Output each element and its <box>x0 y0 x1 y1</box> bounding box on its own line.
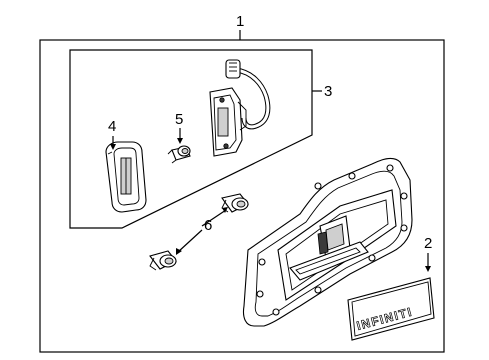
finisher-panel <box>242 157 413 327</box>
lamp-lens <box>105 141 147 213</box>
lamp-housing <box>209 87 247 157</box>
callout-6: 6 <box>204 217 212 234</box>
infiniti-emblem: INFINITI <box>347 277 435 341</box>
callout-1: 1 <box>236 13 244 30</box>
assembly-frame <box>39 39 445 353</box>
callout-2: 2 <box>424 235 432 252</box>
wedge-bulb <box>167 145 191 164</box>
leader-5-arrow <box>177 138 183 144</box>
leader-6a-arrow <box>222 207 228 213</box>
leader-6b <box>177 229 203 253</box>
bulb-socket-lower <box>149 250 177 271</box>
callout-3: 3 <box>324 83 332 100</box>
leader-4-arrow <box>110 144 116 150</box>
harness-connector <box>225 59 241 79</box>
wire-harness <box>225 59 271 130</box>
callout-5: 5 <box>175 111 183 128</box>
leader-6b-arrow <box>176 248 182 255</box>
lamp-subassembly-frame <box>69 49 313 229</box>
leader-2-arrow <box>425 266 431 272</box>
callout-4: 4 <box>108 118 116 135</box>
leader-6a <box>201 209 227 227</box>
